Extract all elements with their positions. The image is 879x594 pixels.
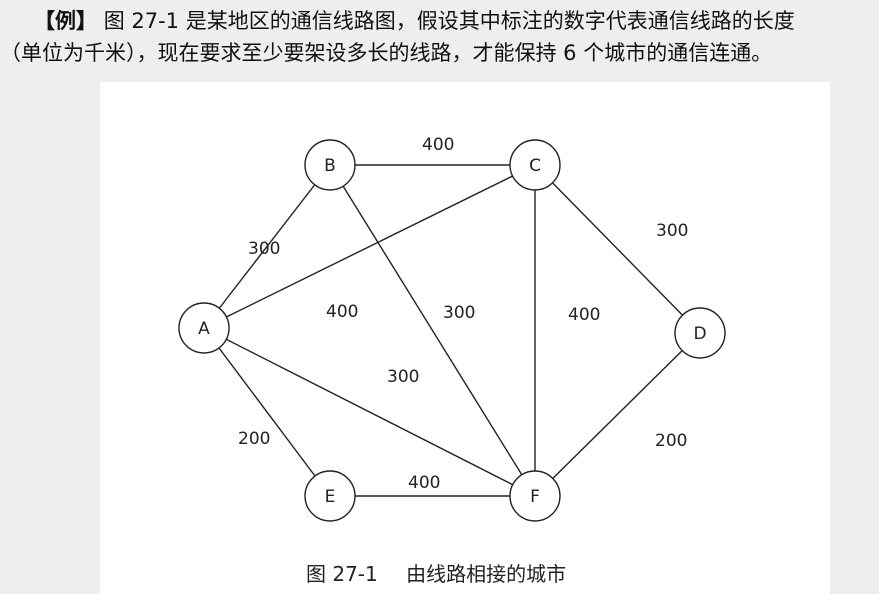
paragraph-line-1: 【例】 图 27-1 是某地区的通信线路图，假设其中标注的数字代表通信线路的长度	[34, 4, 795, 38]
edge-weight-a-c: 400	[326, 302, 358, 322]
node-label-e: E	[325, 487, 336, 507]
edge-a-c	[203, 164, 536, 329]
node-circle-b	[304, 139, 356, 191]
node-f: F	[509, 470, 561, 522]
node-d: D	[674, 307, 726, 359]
paragraph-line-2: （单位为千米），现在要求至少要架设多长的线路，才能保持 6 个城市的通信连通。	[0, 41, 773, 65]
edge-c-d	[534, 164, 701, 334]
edge-weight-a-b: 300	[248, 239, 280, 259]
edge-b-f	[329, 164, 536, 497]
problem-paragraph: 【例】 图 27-1 是某地区的通信线路图，假设其中标注的数字代表通信线路的长度…	[0, 0, 879, 80]
edge-a-e	[203, 327, 331, 497]
edge-weight-c-d: 300	[656, 221, 688, 241]
edge-weight-b-f: 300	[443, 303, 475, 323]
node-circle-f	[509, 470, 561, 522]
figure-panel: 400 300 400 300 400 300 300 200 400 200 A B C D E F	[100, 82, 830, 594]
edge-weight-a-e: 200	[238, 429, 270, 449]
node-e: E	[304, 470, 356, 522]
example-bracket-label: 【例】	[34, 9, 97, 33]
node-a: A	[178, 302, 230, 354]
node-b: B	[304, 139, 356, 191]
node-circle-e	[304, 470, 356, 522]
node-c: C	[509, 139, 561, 191]
edge-a-b	[203, 164, 331, 329]
network-graph: 400 300 400 300 400 300 300 200 400 200 A B C D E F	[178, 135, 726, 522]
edge-weight-b-c: 400	[422, 135, 454, 155]
node-label-c: C	[529, 156, 541, 176]
node-label-a: A	[198, 319, 210, 339]
node-label-f: F	[530, 487, 540, 507]
node-label-b: B	[324, 156, 336, 176]
figure-caption: 图 27-1 由线路相接的城市	[306, 558, 566, 587]
edge-weight-c-f: 400	[568, 305, 600, 325]
paragraph-line-1-text: 图 27-1 是某地区的通信线路图，假设其中标注的数字代表通信线路的长度	[103, 9, 795, 33]
edge-weight-d-f: 200	[655, 431, 687, 451]
node-label-d: D	[693, 324, 706, 344]
edge-d-f	[534, 332, 701, 497]
figure-caption-text: 由线路相接的城市	[406, 562, 567, 586]
node-circle-c	[509, 139, 561, 191]
edge-weight-e-f: 400	[408, 473, 440, 493]
edge-a-f	[203, 327, 536, 497]
figure-number: 图 27-1	[306, 562, 378, 586]
node-circle-d	[674, 307, 726, 359]
edge-weight-a-f: 300	[387, 367, 419, 387]
node-circle-a	[178, 302, 230, 354]
